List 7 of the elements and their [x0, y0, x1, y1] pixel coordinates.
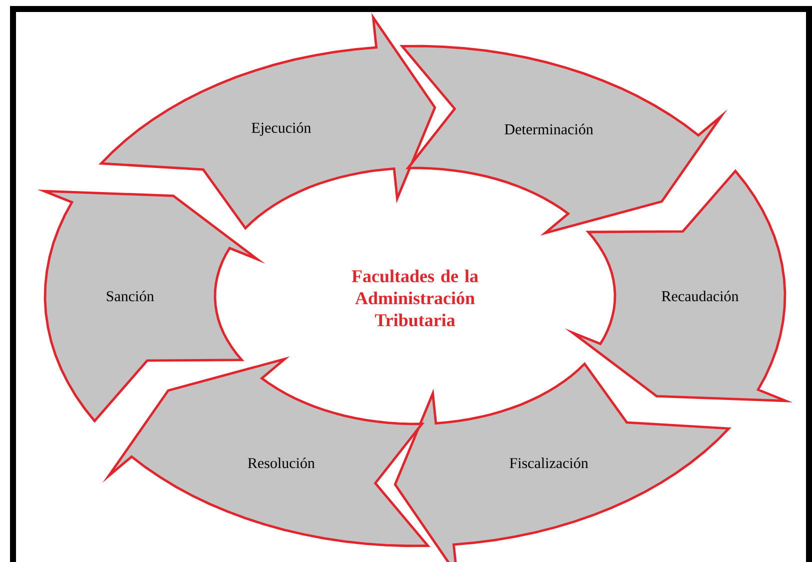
segment-label: Recaudación	[662, 290, 739, 302]
segment-label: Sanción	[106, 290, 154, 302]
segment-label: Determinación	[504, 124, 594, 134]
segment-label: Ejecución	[252, 122, 311, 136]
segment-label: Resolución	[248, 458, 315, 468]
segment-label: Fiscalización	[510, 458, 588, 468]
center-title: Facultades de la Administración Tributaria	[352, 270, 478, 326]
